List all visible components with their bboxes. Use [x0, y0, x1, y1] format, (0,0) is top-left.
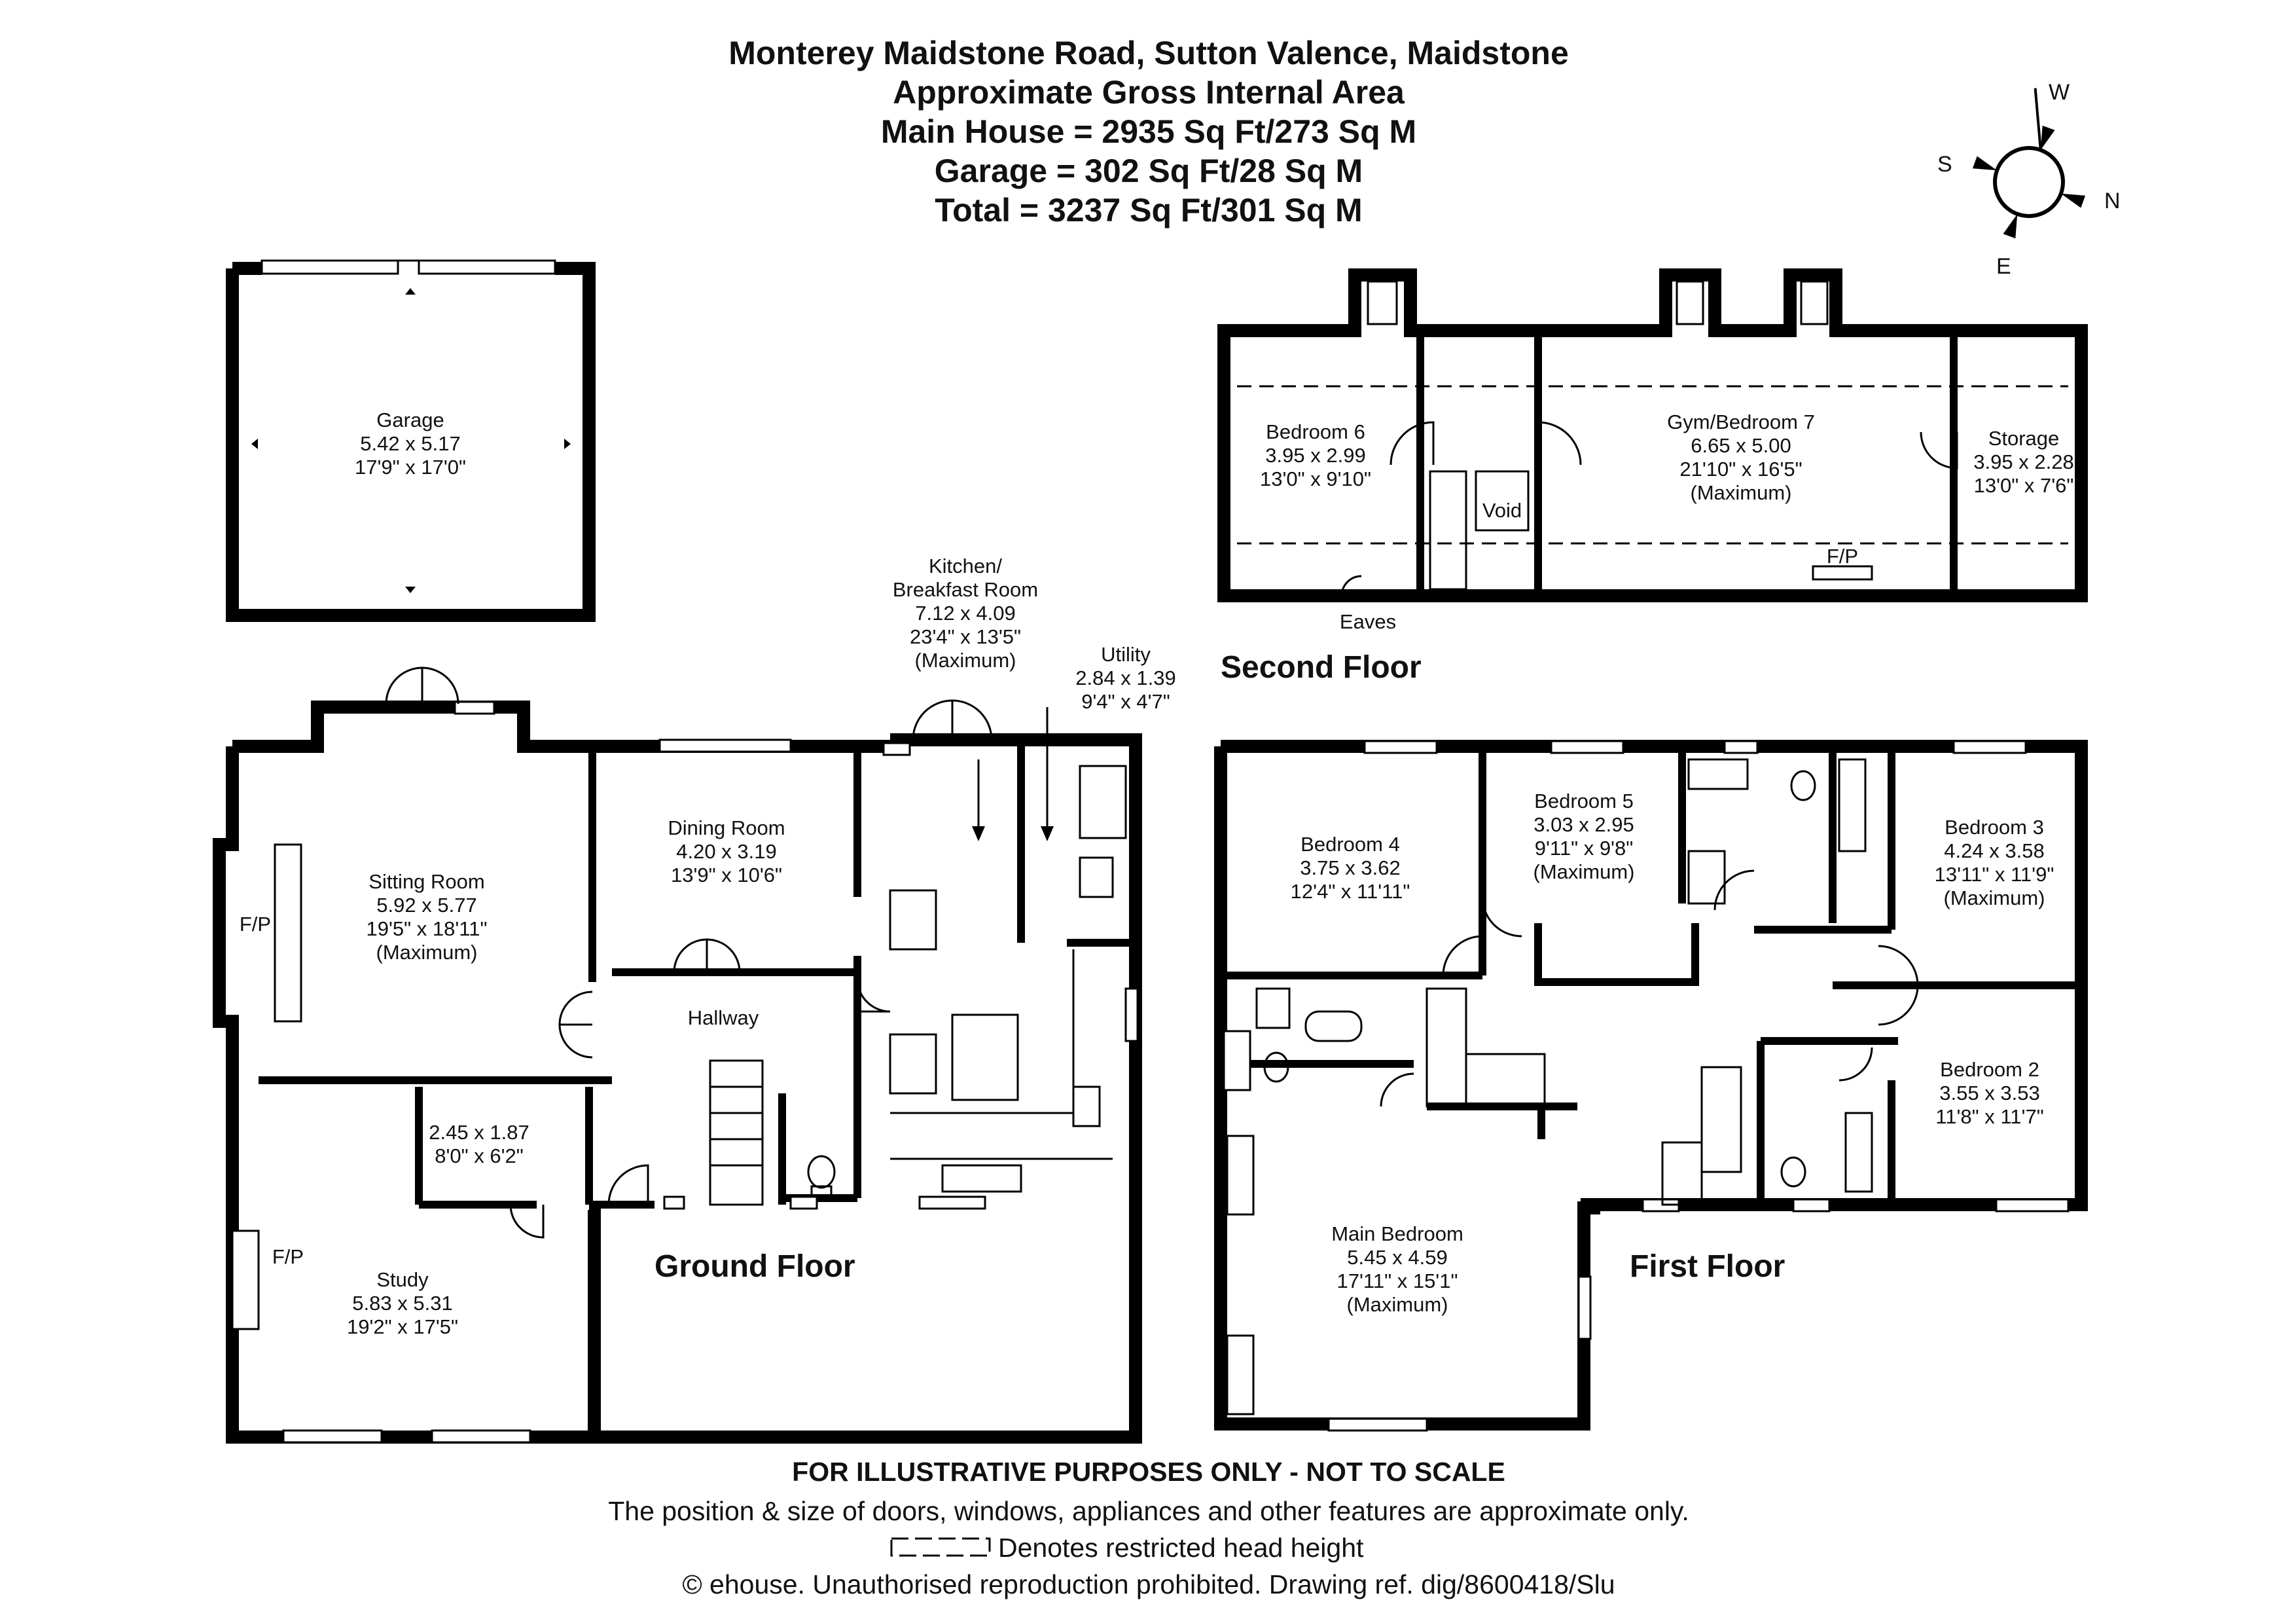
gym-metric: 6.65 x 5.00: [1691, 434, 1791, 457]
sitting-room-label: Sitting Room: [368, 870, 484, 893]
bedroom5-metric: 3.03 x 2.95: [1534, 813, 1634, 836]
footer: FOR ILLUSTRATIVE PURPOSES ONLY - NOT TO …: [608, 1457, 1689, 1599]
kitchen-note: (Maximum): [915, 649, 1016, 672]
bedroom5-note: (Maximum): [1534, 860, 1635, 883]
void-label: Void: [1482, 499, 1522, 522]
restricted-height-key-label: Denotes restricted head height: [998, 1533, 1364, 1563]
garage-metric: 5.42 x 5.17: [360, 432, 460, 455]
bedroom3-imperial: 13'11" x 11'9": [1935, 863, 2054, 886]
kitchen-metric: 7.12 x 4.09: [915, 602, 1015, 625]
study-fireplace-label: F/P: [272, 1245, 304, 1268]
gym-label: Gym/Bedroom 7: [1667, 410, 1815, 433]
storage-label: Storage: [1988, 427, 2060, 450]
bedroom2-label: Bedroom 2: [1940, 1058, 2039, 1081]
store-metric: 2.45 x 1.87: [429, 1121, 529, 1144]
bedroom6-label: Bedroom 6: [1266, 420, 1365, 443]
garage-area: Garage = 302 Sq Ft/28 Sq M: [935, 153, 1363, 189]
study-imperial: 19'2" x 17'5": [347, 1315, 458, 1338]
compass-s: S: [1937, 152, 1952, 177]
main-bedroom-note: (Maximum): [1347, 1293, 1448, 1316]
dining-room-label: Dining Room: [668, 816, 785, 839]
kitchen-label-1: Kitchen/: [929, 555, 1002, 577]
ground-floor-label: Ground Floor: [655, 1249, 855, 1284]
sitting-room-imperial: 19'5" x 18'11": [367, 917, 488, 940]
main-bedroom-metric: 5.45 x 4.59: [1347, 1246, 1447, 1269]
first-floor-label: First Floor: [1630, 1249, 1785, 1284]
garage-label: Garage: [376, 409, 444, 431]
first-floor-plan: Bedroom 4 3.75 x 3.62 12'4" x 11'11" Bed…: [1214, 740, 2088, 1432]
disclaimer-title: FOR ILLUSTRATIVE PURPOSES ONLY - NOT TO …: [792, 1457, 1505, 1487]
compass-w: W: [2049, 80, 2070, 105]
compass-e: E: [1996, 254, 2011, 279]
bedroom2-imperial: 11'8" x 11'7": [1935, 1105, 2043, 1128]
storage-metric: 3.95 x 2.28: [1973, 450, 2073, 473]
header: Monterey Maidstone Road, Sutton Valence,…: [728, 35, 1569, 228]
copyright-text: © ehouse. Unauthorised reproduction proh…: [682, 1569, 1615, 1599]
sitting-room-note: (Maximum): [376, 941, 478, 964]
second-fireplace-label: F/P: [1827, 545, 1858, 568]
ground-floor-plan: Sitting Room 5.92 x 5.77 19'5" x 18'11" …: [213, 555, 1176, 1444]
gym-note: (Maximum): [1691, 481, 1792, 504]
utility-metric: 2.84 x 1.39: [1075, 666, 1175, 689]
bedroom6-imperial: 13'0" x 9'10": [1260, 467, 1371, 490]
eaves-label: Eaves: [1340, 610, 1396, 633]
disclaimer-text: The position & size of doors, windows, a…: [608, 1496, 1689, 1526]
second-floor-label: Second Floor: [1221, 650, 1422, 685]
utility-imperial: 9'4" x 4'7": [1081, 690, 1170, 713]
study-label: Study: [376, 1268, 429, 1291]
sitting-room-metric: 5.92 x 5.77: [376, 894, 476, 917]
main-bedroom-label: Main Bedroom: [1331, 1222, 1463, 1245]
bedroom4-label: Bedroom 4: [1300, 833, 1400, 856]
bedroom4-imperial: 12'4" x 11'11": [1291, 880, 1410, 903]
utility-label: Utility: [1101, 643, 1151, 666]
total-area: Total = 3237 Sq Ft/301 Sq M: [935, 192, 1362, 228]
main-bedroom-imperial: 17'11" x 15'1": [1337, 1269, 1458, 1292]
bedroom4-metric: 3.75 x 3.62: [1300, 856, 1400, 879]
gym-imperial: 21'10" x 16'5": [1679, 458, 1802, 481]
area-title: Approximate Gross Internal Area: [893, 74, 1405, 111]
hallway-label: Hallway: [688, 1006, 759, 1029]
main-house-area: Main House = 2935 Sq Ft/273 Sq M: [881, 113, 1416, 150]
restricted-height-key-icon: [890, 1537, 991, 1557]
bedroom3-note: (Maximum): [1944, 886, 2045, 909]
sitting-fireplace-label: F/P: [240, 913, 271, 936]
bedroom3-metric: 4.24 x 3.58: [1944, 839, 2044, 862]
bedroom5-imperial: 9'11" x 9'8": [1535, 837, 1633, 860]
dining-room-metric: 4.20 x 3.19: [676, 840, 776, 863]
compass-icon: W S N E: [1937, 80, 2121, 279]
address-title: Monterey Maidstone Road, Sutton Valence,…: [728, 35, 1569, 71]
bedroom5-label: Bedroom 5: [1534, 790, 1634, 812]
storage-imperial: 13'0" x 7'6": [1974, 474, 2074, 497]
kitchen-imperial: 23'4" x 13'5": [910, 625, 1021, 648]
kitchen-label-2: Breakfast Room: [893, 578, 1038, 601]
dining-room-imperial: 13'9" x 10'6": [671, 864, 782, 886]
store-imperial: 8'0" x 6'2": [435, 1144, 524, 1167]
bedroom2-metric: 3.55 x 3.53: [1939, 1082, 2039, 1104]
bedroom6-metric: 3.95 x 2.99: [1265, 444, 1365, 467]
second-floor-plan: Bedroom 6 3.95 x 2.99 13'0" x 9'10" Void…: [1217, 268, 2088, 685]
study-metric: 5.83 x 5.31: [352, 1292, 452, 1315]
garage-plan: Garage 5.42 x 5.17 17'9" x 17'0": [226, 259, 596, 622]
compass-n: N: [2104, 189, 2121, 213]
bedroom3-label: Bedroom 3: [1945, 816, 2044, 839]
garage-imperial: 17'9" x 17'0": [355, 456, 466, 479]
